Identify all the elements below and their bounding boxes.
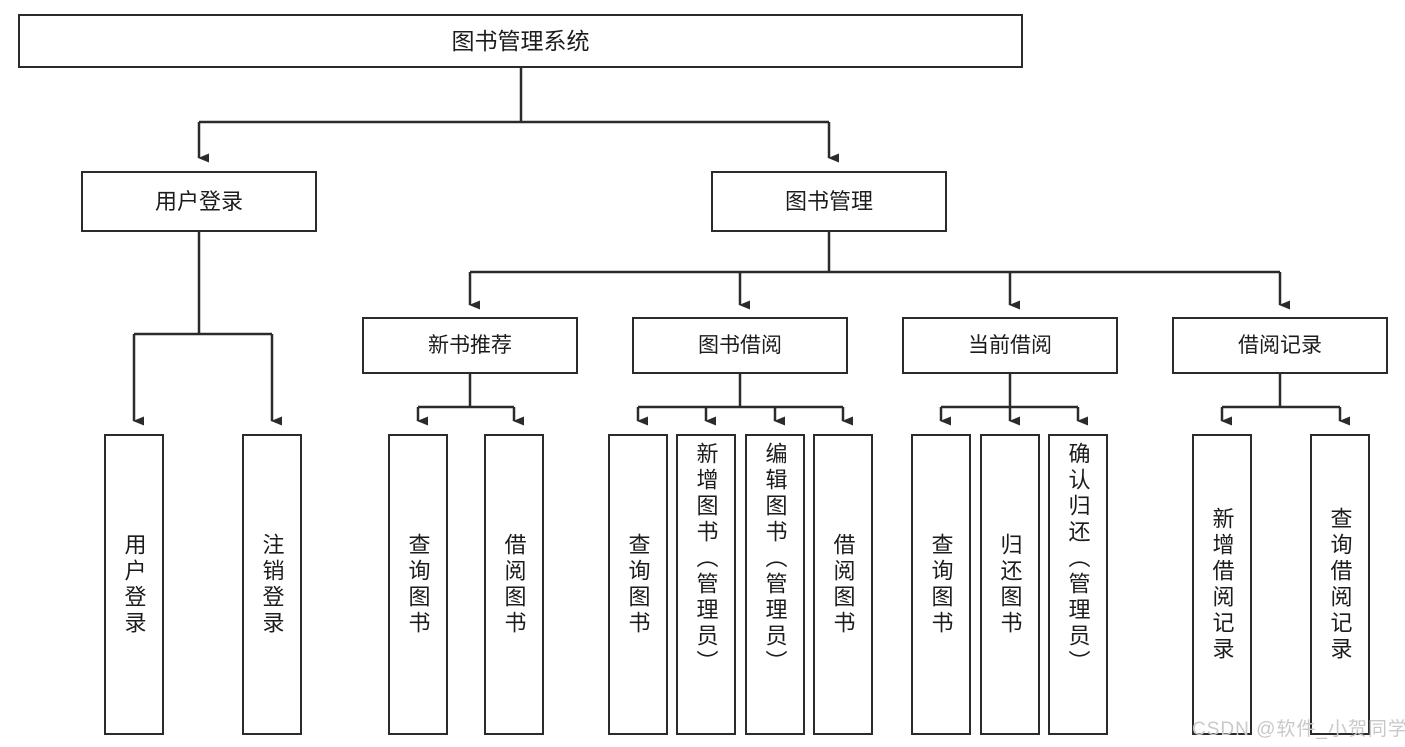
node-borrow-record[interactable]: 借阅记录 — [1172, 317, 1388, 374]
node-leaf-borrow-book-2-label: 借阅图书 — [830, 532, 856, 637]
node-leaf-confirm-return-label: 确认归还（管理员） — [1065, 442, 1091, 676]
node-leaf-edit-book[interactable]: 编辑图书（管理员） — [745, 434, 805, 735]
node-root[interactable]: 图书管理系统 — [18, 14, 1023, 68]
node-leaf-query-book-3-label: 查询图书 — [928, 532, 954, 637]
node-leaf-query-book-2[interactable]: 查询图书 — [608, 434, 668, 735]
node-leaf-query-book-3[interactable]: 查询图书 — [911, 434, 971, 735]
node-leaf-add-book[interactable]: 新增图书（管理员） — [676, 434, 736, 735]
node-leaf-logout-login-label: 注销登录 — [259, 532, 285, 637]
node-leaf-logout-login[interactable]: 注销登录 — [242, 434, 302, 735]
node-leaf-edit-book-label: 编辑图书（管理员） — [762, 442, 788, 676]
node-current-borrow[interactable]: 当前借阅 — [902, 317, 1118, 374]
node-leaf-query-book-2-label: 查询图书 — [625, 532, 651, 637]
connector-group — [132, 68, 1350, 426]
node-leaf-user-login-label: 用户登录 — [121, 532, 147, 637]
node-current-borrow-label: 当前借阅 — [968, 334, 1052, 357]
node-leaf-query-book-1[interactable]: 查询图书 — [388, 434, 448, 735]
node-leaf-confirm-return[interactable]: 确认归还（管理员） — [1048, 434, 1108, 735]
node-book-manage-label: 图书管理 — [784, 188, 873, 214]
node-leaf-query-book-1-label: 查询图书 — [405, 532, 431, 637]
node-leaf-query-borrow-record-label: 查询借阅记录 — [1327, 506, 1353, 663]
node-leaf-return-book-label: 归还图书 — [997, 532, 1023, 637]
node-leaf-borrow-book-1[interactable]: 借阅图书 — [484, 434, 544, 735]
node-leaf-borrow-book-1-label: 借阅图书 — [501, 532, 527, 637]
node-leaf-query-borrow-record[interactable]: 查询借阅记录 — [1310, 434, 1370, 735]
node-leaf-borrow-book-2[interactable]: 借阅图书 — [813, 434, 873, 735]
node-leaf-user-login[interactable]: 用户登录 — [104, 434, 164, 735]
node-borrow-record-label: 借阅记录 — [1238, 334, 1322, 357]
node-user-login[interactable]: 用户登录 — [81, 171, 317, 232]
node-user-login-label: 用户登录 — [154, 188, 243, 214]
node-book-manage[interactable]: 图书管理 — [711, 171, 947, 232]
node-book-borrow-label: 图书借阅 — [698, 334, 782, 357]
node-leaf-add-book-label: 新增图书（管理员） — [693, 442, 719, 676]
node-leaf-add-borrow-record[interactable]: 新增借阅记录 — [1192, 434, 1252, 735]
node-book-borrow[interactable]: 图书借阅 — [632, 317, 848, 374]
node-leaf-return-book[interactable]: 归还图书 — [980, 434, 1040, 735]
node-new-book-recommend-label: 新书推荐 — [428, 334, 512, 357]
node-new-book-recommend[interactable]: 新书推荐 — [362, 317, 578, 374]
watermark: CSDN @软件_小贺同学 — [1192, 719, 1405, 740]
node-leaf-add-borrow-record-label: 新增借阅记录 — [1209, 506, 1235, 663]
node-root-label: 图书管理系统 — [451, 27, 590, 54]
